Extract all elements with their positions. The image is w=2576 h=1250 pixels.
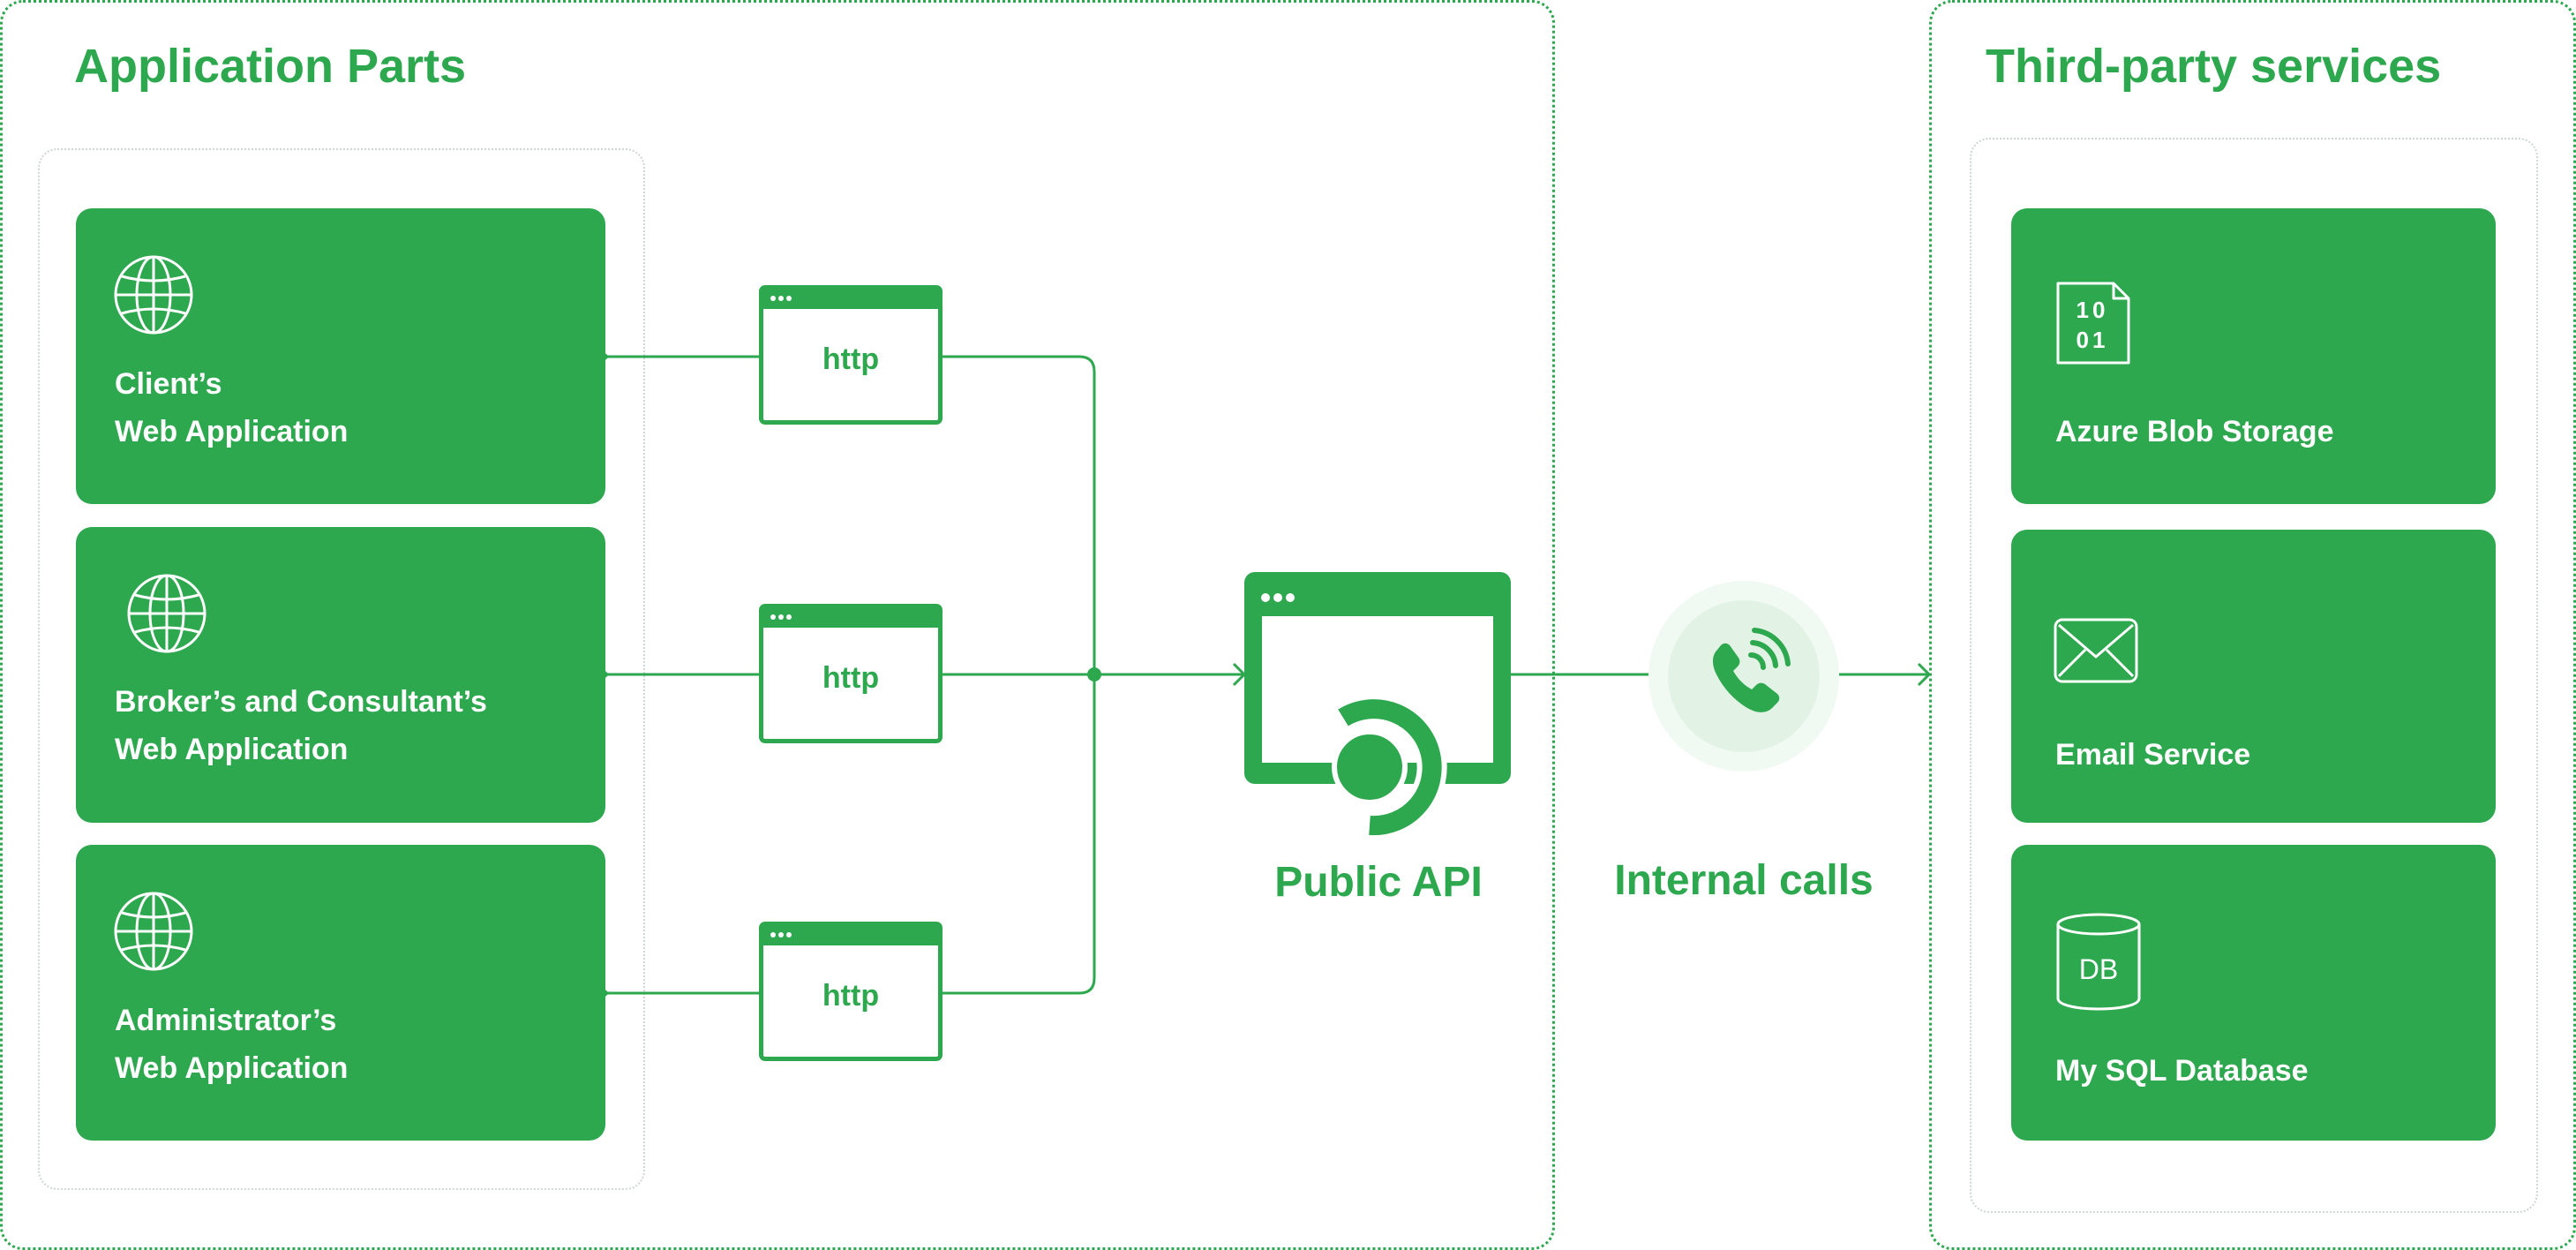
globe-icon — [114, 255, 193, 335]
third-party-services-title: Third-party services — [1986, 40, 2442, 93]
http-label: http — [822, 661, 880, 695]
http-request-box: http — [759, 285, 943, 425]
http-request-box: http — [759, 604, 943, 743]
application-parts-title: Application Parts — [74, 40, 467, 93]
database-icon: DB — [2056, 913, 2141, 1011]
globe-icon — [114, 892, 193, 971]
card-label: Broker’s and Consultant’s Web Applicatio… — [115, 685, 487, 766]
administrator-web-application-card[interactable]: Administrator’s Web Application — [76, 845, 605, 1141]
window-bar — [763, 608, 938, 628]
http-request-box: http — [759, 922, 943, 1061]
card-label: Azure Blob Storage — [2055, 415, 2334, 448]
application-parts-panel — [0, 0, 1555, 1250]
window-bar — [763, 926, 938, 945]
mysql-database-card[interactable]: DB My SQL Database — [2011, 845, 2496, 1141]
email-service-card[interactable]: Email Service — [2011, 530, 2496, 823]
card-label: Administrator’s Web Application — [115, 1004, 349, 1085]
card-label: My SQL Database — [2055, 1054, 2309, 1088]
card-label: Email Service — [2055, 738, 2251, 772]
svg-text:10: 10 — [2077, 297, 2109, 323]
globe-icon — [127, 574, 207, 653]
svg-text:01: 01 — [2077, 327, 2109, 353]
card-label: Client’s Web Application — [115, 367, 349, 448]
http-label: http — [822, 979, 880, 1013]
broker-consultant-web-application-card[interactable]: Broker’s and Consultant’s Web Applicatio… — [76, 527, 605, 823]
http-label: http — [822, 343, 880, 376]
window-bar — [763, 290, 938, 309]
binary-file-icon: 10 01 — [2056, 282, 2130, 365]
client-web-application-card[interactable]: Client’s Web Application — [76, 208, 605, 504]
services-group — [1970, 138, 2538, 1213]
internal-calls-label: Internal calls — [1614, 857, 1874, 904]
third-party-services-panel — [1929, 0, 2576, 1250]
public-api-label: Public API — [1274, 859, 1483, 906]
envelope-icon — [2054, 618, 2138, 683]
phone-call-icon — [1648, 581, 1839, 772]
web-applications-group — [38, 148, 645, 1190]
svg-text:DB: DB — [2079, 953, 2118, 985]
azure-blob-storage-card[interactable]: 10 01 Azure Blob Storage — [2011, 208, 2496, 504]
api-window-icon — [1244, 572, 1511, 841]
